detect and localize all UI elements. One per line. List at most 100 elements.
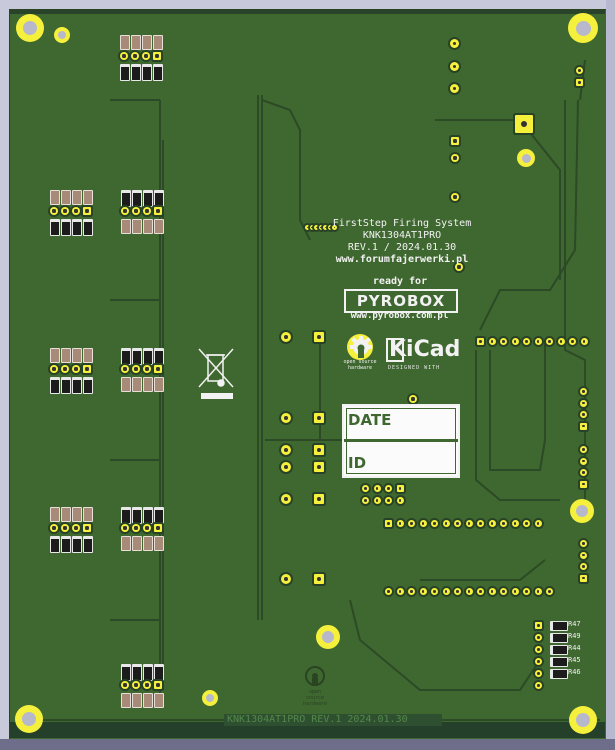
pad: [121, 207, 129, 215]
resistor: [143, 190, 153, 207]
ready-for-label: ready for: [372, 276, 428, 287]
capacitor: [142, 35, 152, 50]
pad: [314, 574, 324, 584]
resistor-label: R44: [568, 644, 581, 652]
capacitor: [132, 219, 142, 234]
weee-bin-icon: [198, 348, 234, 399]
pad: [281, 462, 291, 472]
resistor: [132, 664, 142, 681]
resistor: [154, 507, 164, 524]
pad: [281, 574, 291, 584]
header-pin: [546, 588, 553, 595]
pyrobox-logo: PYROBOX: [344, 289, 458, 313]
header-pin: [569, 338, 576, 345]
resistor: [131, 64, 141, 81]
header-pin: [580, 540, 587, 547]
pad: [535, 622, 542, 629]
header-pin: [500, 338, 507, 345]
header-pin: [362, 485, 369, 492]
header-pin: [454, 520, 461, 527]
header-pin: [580, 388, 587, 395]
capacitor: [121, 536, 131, 551]
capacitor: [72, 190, 82, 205]
pad: [72, 207, 80, 215]
header-pin: [396, 497, 404, 504]
pad: [131, 52, 139, 60]
capacitor: [61, 507, 71, 522]
header-pin: [327, 225, 333, 230]
pyrobox-url: www.pyrobox.com.pl: [350, 311, 449, 321]
header-pin: [385, 485, 392, 492]
header-pin: [332, 225, 337, 230]
pad: [83, 207, 91, 215]
pad: [314, 332, 324, 342]
pad: [154, 365, 162, 373]
resistor: [143, 507, 153, 524]
header-pin: [576, 67, 583, 74]
capacitor: [121, 219, 131, 234]
title-line-4: www.forumfajerwerki.pl: [335, 254, 469, 265]
capacitor: [61, 190, 71, 205]
pad: [121, 681, 129, 689]
capacitor: [121, 377, 131, 392]
resistor-label: R47: [568, 620, 581, 628]
header-pin: [500, 588, 507, 595]
board-edge-bottom: [10, 722, 605, 738]
resistor: [61, 219, 71, 236]
header-pin: [557, 338, 565, 345]
capacitor: [154, 377, 164, 392]
pad: [132, 207, 140, 215]
resistor: [121, 507, 131, 524]
header-pin: [500, 520, 507, 527]
resistor-label: R45: [568, 656, 581, 664]
header-pin: [477, 338, 484, 345]
pad: [451, 193, 459, 201]
header-pin: [362, 497, 369, 504]
resistor: [550, 669, 568, 679]
header-pin: [488, 520, 496, 527]
header-pin: [396, 520, 404, 527]
pad: [281, 413, 291, 423]
pad: [450, 39, 459, 48]
mounting-hole-br: [569, 706, 597, 734]
kicad-text: KiCad: [389, 337, 461, 362]
mounting-hole-right: [570, 499, 594, 523]
pad: [281, 332, 291, 342]
header-pin: [523, 588, 530, 595]
capacitor: [72, 348, 82, 363]
header-pin: [534, 588, 542, 595]
header-pin: [408, 588, 415, 595]
resistor: [153, 64, 163, 81]
capacitor: [121, 693, 131, 708]
header-pin: [523, 520, 530, 527]
mounting-hole-bottom: [316, 625, 340, 649]
resistor: [154, 664, 164, 681]
header-pin: [534, 520, 542, 527]
pad: [143, 365, 151, 373]
capacitor: [131, 35, 141, 50]
board-title: FirstStep Firing System KNK1304AT1PRO RE…: [332, 218, 472, 266]
pad: [132, 681, 140, 689]
header-pin: [465, 520, 473, 527]
pad: [314, 445, 324, 455]
pad: [121, 365, 129, 373]
pad: [120, 52, 128, 60]
resistor: [550, 645, 568, 655]
header-pin: [385, 520, 392, 527]
oshw-gear-icon: [350, 336, 372, 358]
resistor: [143, 348, 153, 365]
capacitor: [50, 507, 60, 522]
resistor: [154, 190, 164, 207]
header-pin: [511, 588, 519, 595]
pad: [314, 413, 324, 423]
pad: [50, 524, 58, 532]
capacitor: [83, 348, 93, 363]
pad: [132, 524, 140, 532]
pad: [281, 445, 291, 455]
kicad-subtitle: DESIGNED WITH: [388, 365, 441, 371]
header-pin: [576, 79, 583, 86]
oshw-gear-dark-icon: [305, 666, 325, 686]
header-pin: [385, 497, 392, 504]
resistor: [50, 377, 60, 394]
